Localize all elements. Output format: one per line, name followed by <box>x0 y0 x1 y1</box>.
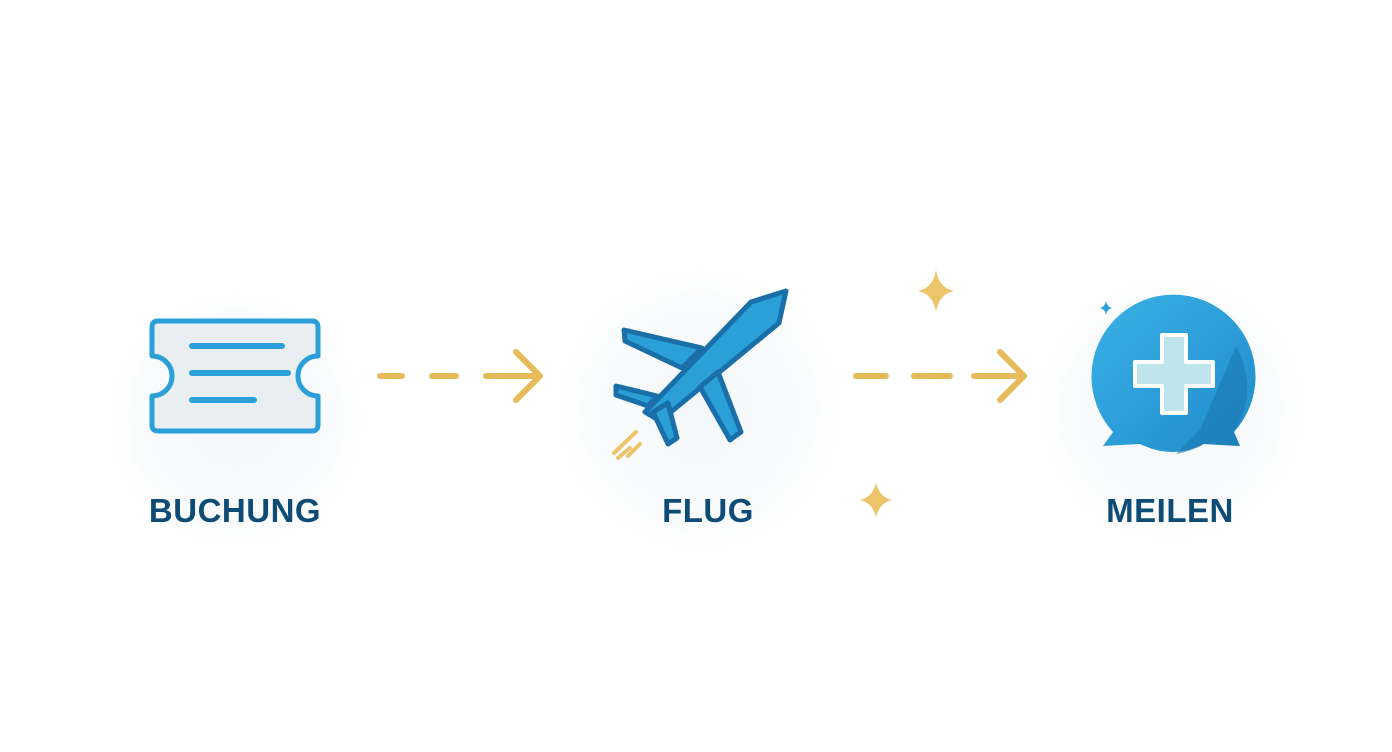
sparkle-icon-upper <box>918 270 954 312</box>
airplane-icon <box>612 288 789 460</box>
ticket-icon <box>149 318 321 434</box>
sparkle-icon-lower <box>860 482 892 518</box>
step-label-flug: FLUG <box>662 492 754 529</box>
arrow-buchung-to-flug <box>377 349 543 403</box>
sparkle-icon-small <box>1100 301 1112 315</box>
arrow-flug-to-meilen <box>853 349 1027 403</box>
step-label-buchung: BUCHUNG <box>148 492 322 529</box>
step-label-meilen: MEILEN <box>1106 492 1234 529</box>
plus-badge-icon <box>1091 294 1256 454</box>
